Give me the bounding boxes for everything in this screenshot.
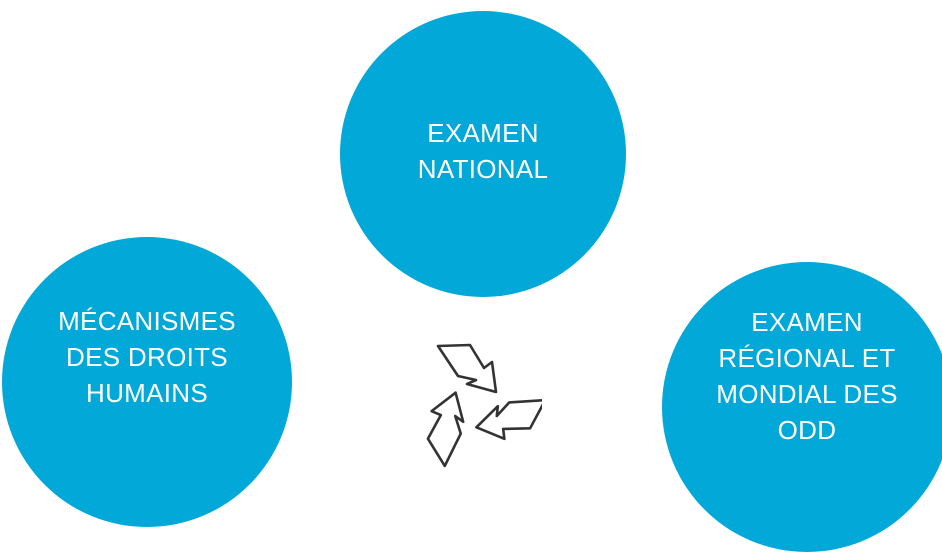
node-examen-national: EXAMEN NATIONAL — [340, 11, 626, 297]
node-label-line: HUMAINS — [86, 378, 208, 408]
recycle-arrow — [475, 398, 547, 441]
node-label-line: RÉGIONAL ET — [718, 342, 896, 373]
recycle-arrow — [426, 391, 465, 468]
node-label-line: MONDIAL DES — [716, 378, 898, 409]
node-label-line: DES DROITS — [66, 342, 228, 372]
node-label-line: EXAMEN — [751, 306, 863, 337]
recycle-arrow — [436, 343, 498, 394]
recycle-icon — [410, 334, 547, 468]
node-examen-regional-mondial-odd: EXAMEN RÉGIONAL ET MONDIAL DES ODD — [662, 262, 942, 552]
node-label-line: NATIONAL — [417, 154, 549, 184]
node-mecanismes-droits-humains: MÉCANISMES DES DROITS HUMAINS — [2, 237, 292, 527]
node-label-line: EXAMEN — [427, 118, 539, 148]
node-label-line: MÉCANISMES — [58, 306, 236, 336]
node-label-line: ODD — [777, 414, 837, 445]
